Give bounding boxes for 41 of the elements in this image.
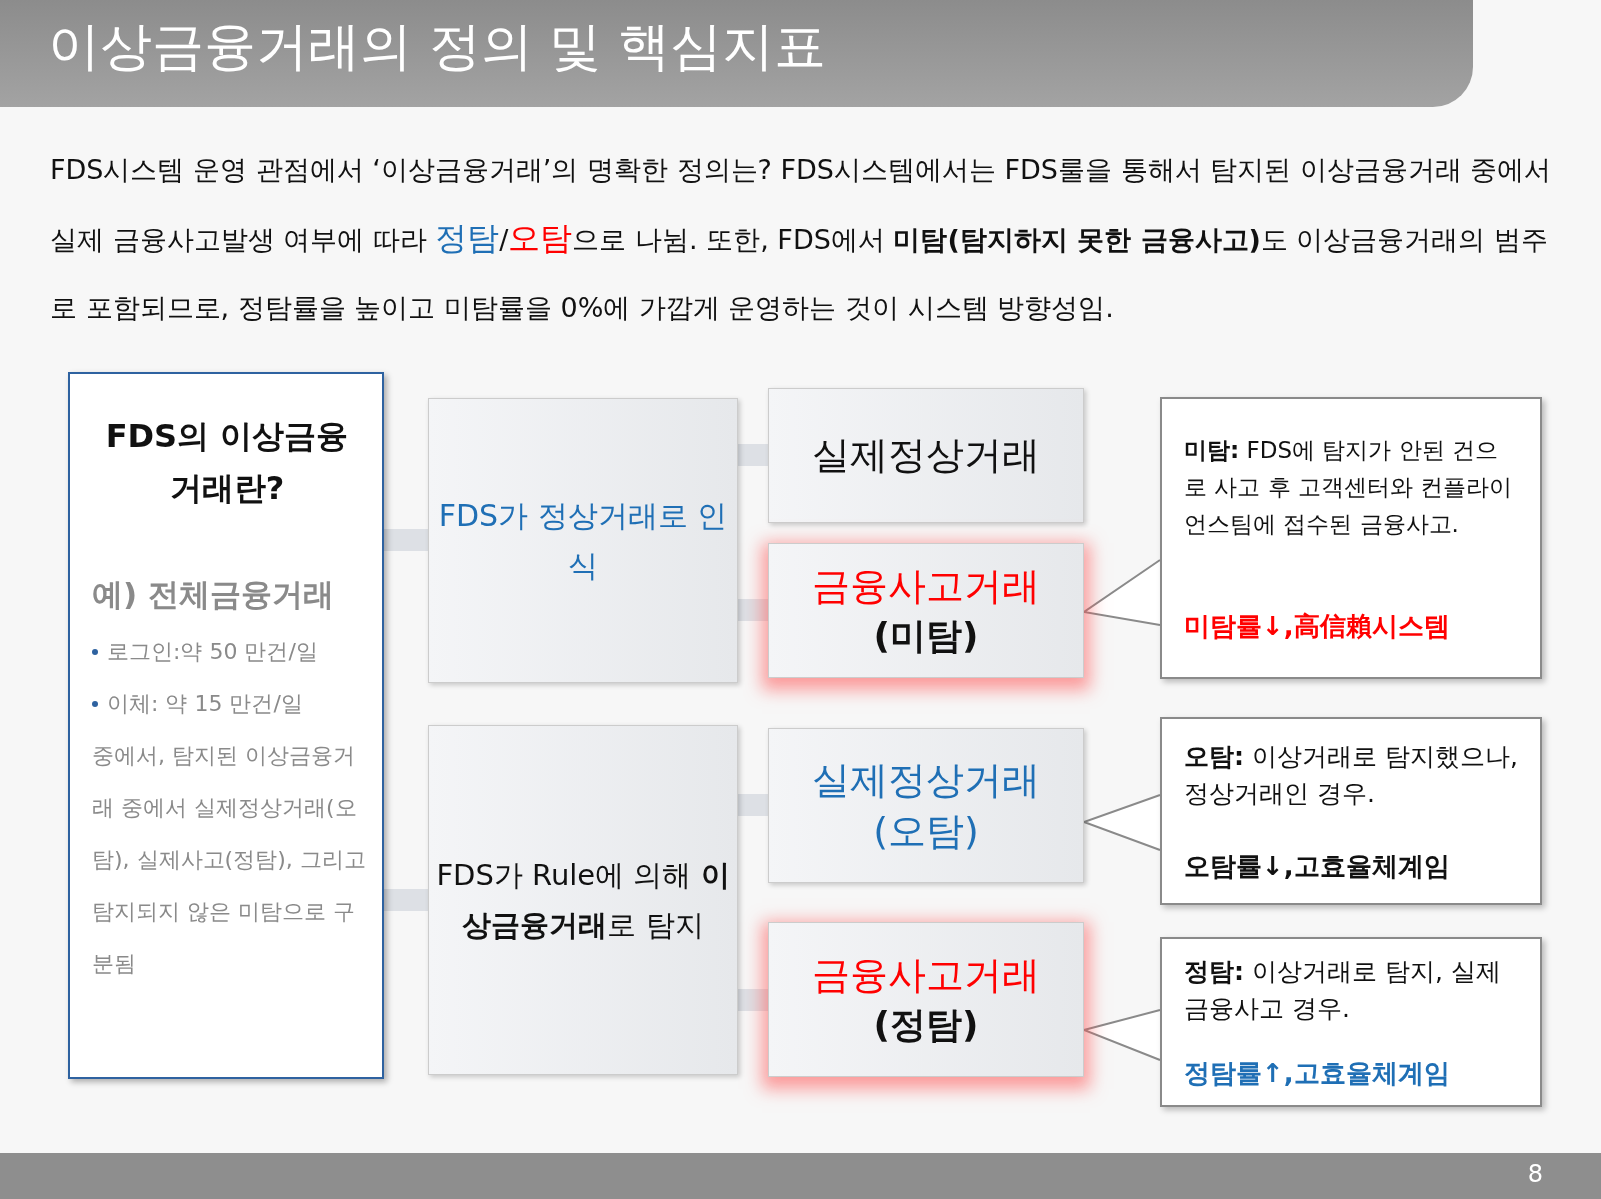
callout-text: 정탐률↑,고효율체계임 [1184,1056,1450,1090]
node-text: 실제정상거래 [812,756,1040,804]
node-text: (오탐) [873,807,979,855]
callout-text: 미탐률↓,高信賴시스템 [1184,610,1450,643]
callout-text: 오탐: 이상거래로 탐지했으나, 정상거래인 경우. [1184,740,1518,810]
result-box [768,922,1084,1077]
connector-band [738,444,768,466]
bullet-item: 로그인:약 50 만건/일 [107,638,318,666]
process-box [428,725,738,1075]
connector-band [738,599,768,621]
connector-band [738,794,768,816]
callout-pointer [1081,794,1161,851]
result-box [768,388,1084,523]
example-heading: 예) 전체금융거래 [92,575,334,614]
node-text: (정탐) [873,1002,979,1047]
callout-text: 정탐: 이상거래로 탐지, 실제 금융사고 경우. [1184,956,1502,1026]
slide-title: 이상금융거래의 정의 및 핵심지표 [48,15,826,78]
result-box [768,728,1084,883]
connector-band [384,889,428,911]
node-text: FDS가 Rule에 의해 이상금융거래로 탐지 [435,857,731,944]
page-number: 8 [1527,1160,1543,1188]
node-text: 금융사고거래 [812,951,1040,999]
body-text: 중에서, 탐지된 이상금융거래 중에서 실제정상거래(오탐), 실제사고(정탐), 그리고 탐지되지 않은 미탐으로 구분됨 [92,742,367,978]
callout-text: 오탐률↓,고효율체계임 [1184,850,1450,884]
node-text: 실제정상거래 [812,432,1040,479]
intro-paragraph: FDS시스템 운영 관점에서 ‘이상금융거래’의 명확한 정의는? FDS시스템에서는 FDS룰을 통해서 탐지된 이상금융거래 중에서 실제 금융사고발생 여부에 따라 정탐/오탐으로 나뉨. 또한, FDS에서 미탐(탐지하지 못한 금융사고)도 이상금융거래의 범주로 포함되므로, 정탐률을 높이고 미탐률을 0%에 가깝게 운영하는 것이 시스템 방향성임. [50,153,1553,325]
callout-box [1160,397,1542,679]
callout-text: 미탐: FDS에 탐지가 안된 건으로 사고 후 고객센터와 컨플라이언스팀에 접수된 금융사고. [1184,436,1514,539]
callout-box [1160,717,1542,905]
result-box [768,543,1084,678]
connector-band [384,529,428,551]
definition-box [68,372,384,1079]
node-text: 금융사고거래 [812,562,1040,610]
node-text: FDS가 정상거래로 인식 [438,496,728,585]
bullet-item: 이체: 약 15 만건/일 [107,690,303,718]
process-box [428,398,738,683]
question-heading: FDS의 이상금융거래란? [104,416,350,509]
connector-band [738,989,768,1011]
callout-box [1160,937,1542,1107]
node-text: (미탐) [873,613,979,658]
callout-pointer [1081,559,1161,626]
